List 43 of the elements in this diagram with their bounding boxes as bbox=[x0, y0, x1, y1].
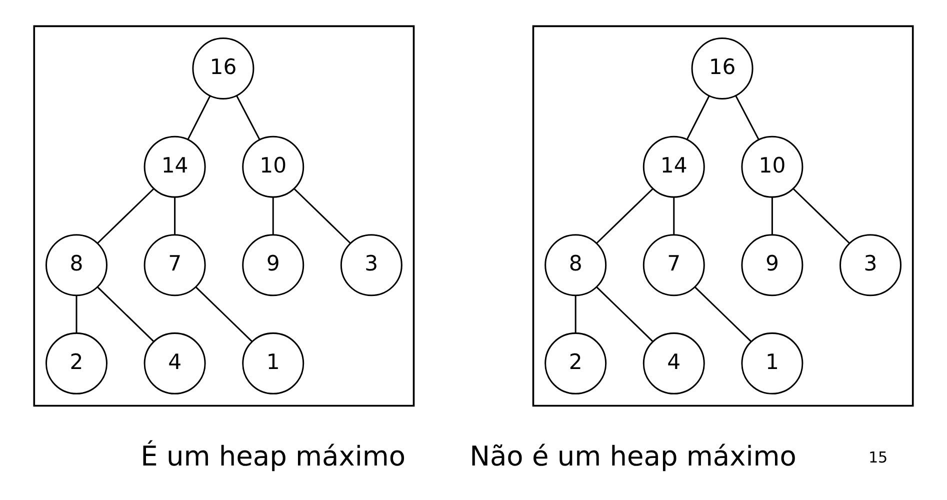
node-circle: 7 bbox=[642, 234, 705, 296]
connector bbox=[596, 286, 654, 342]
node-circle: 1 bbox=[741, 332, 804, 394]
node-circle: 8 bbox=[544, 234, 607, 296]
node-circle: 2 bbox=[46, 332, 108, 394]
connector bbox=[196, 286, 252, 342]
connector bbox=[771, 197, 773, 235]
node-circle: 14 bbox=[144, 136, 206, 198]
node-circle: 14 bbox=[642, 136, 705, 198]
node-circle: 10 bbox=[242, 136, 304, 198]
connector bbox=[187, 96, 211, 140]
connector bbox=[97, 286, 154, 342]
connector bbox=[76, 296, 78, 333]
node-circle: 3 bbox=[340, 234, 402, 296]
node-circle: 8 bbox=[46, 234, 108, 296]
connector bbox=[294, 188, 351, 244]
node-circle: 9 bbox=[242, 234, 304, 296]
node-circle: 10 bbox=[741, 136, 804, 198]
node-circle: 2 bbox=[544, 332, 607, 394]
connector bbox=[735, 96, 760, 140]
connector bbox=[694, 286, 752, 342]
label: É um heap máximo bbox=[140, 441, 406, 472]
connector bbox=[574, 296, 576, 333]
label: Não é um heap máximo bbox=[470, 441, 796, 472]
connector bbox=[174, 197, 176, 235]
node-circle: 7 bbox=[144, 234, 206, 296]
connector bbox=[686, 96, 710, 140]
cluster bbox=[33, 25, 415, 407]
connector bbox=[596, 188, 654, 244]
connector bbox=[793, 188, 850, 244]
node-circle: 1 bbox=[242, 332, 304, 394]
node-circle: 9 bbox=[741, 234, 804, 296]
cluster bbox=[532, 25, 914, 407]
connector bbox=[673, 197, 675, 235]
node-circle: 4 bbox=[144, 332, 206, 394]
label: 15 bbox=[868, 448, 888, 466]
node-circle: 16 bbox=[691, 38, 754, 100]
connector bbox=[272, 197, 274, 235]
connector bbox=[97, 188, 154, 244]
connector bbox=[236, 96, 260, 140]
node-circle: 4 bbox=[642, 332, 705, 394]
node-circle: 16 bbox=[192, 38, 254, 100]
node-circle: 3 bbox=[840, 234, 902, 296]
